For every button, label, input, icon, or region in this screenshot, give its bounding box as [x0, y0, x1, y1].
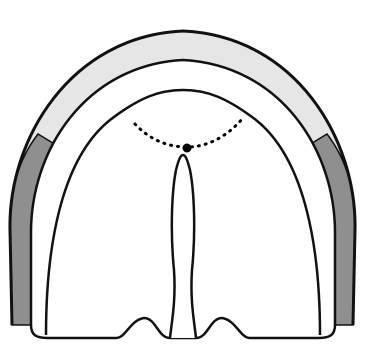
central-point [183, 144, 192, 153]
central-cleft [170, 155, 196, 338]
